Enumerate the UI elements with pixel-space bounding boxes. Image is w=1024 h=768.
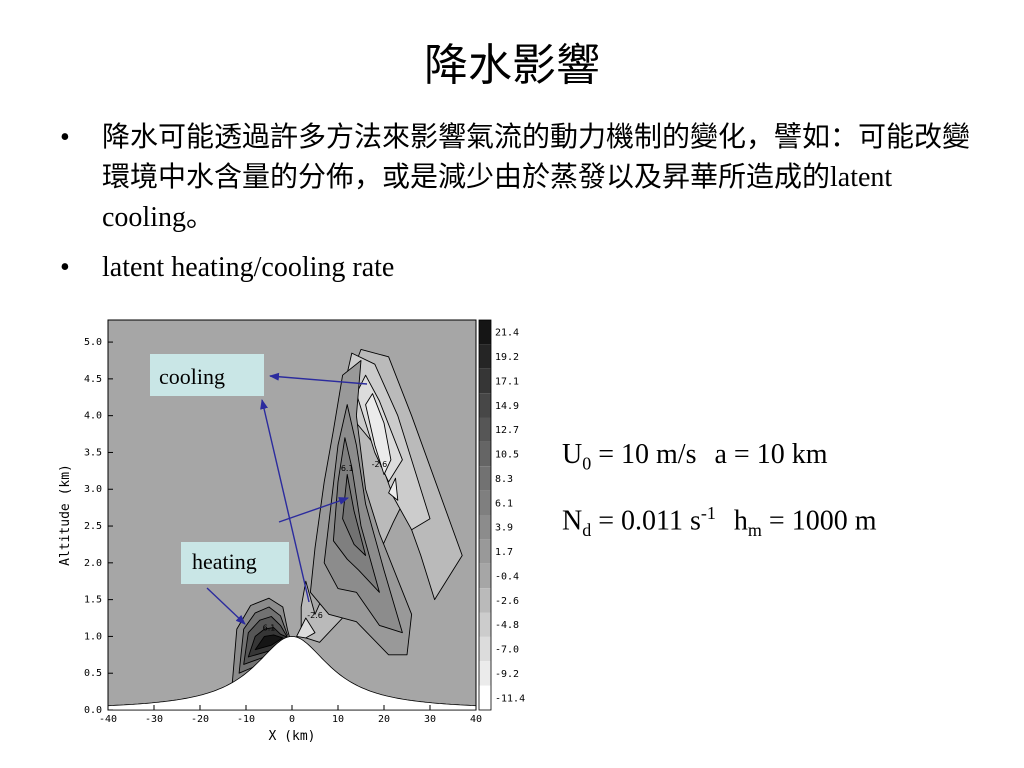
u0-base: U: [562, 439, 583, 470]
colorbar-level-label: -11.4: [495, 693, 525, 704]
contour-region-cooling-4: [365, 393, 392, 475]
colorbar-level-label: 21.4: [495, 328, 519, 339]
bullet-item: • 降水可能透過許多方法來影響氣流的動力機制的變化，譬如：可能改變環境中水含量的…: [60, 118, 980, 238]
y-tick-label: 3.0: [84, 484, 102, 495]
arrow-to-heating-band: [278, 497, 349, 523]
colorbar-level-label: 19.2: [495, 352, 519, 363]
contour-region-heating-band-3: [342, 474, 367, 556]
colorbar-swatch: [479, 393, 491, 418]
colorbar-level-label: -7.0: [495, 645, 519, 656]
colorbar-swatch: [479, 417, 491, 442]
y-tick-label: 2.0: [84, 558, 102, 569]
parameter-row-2: Nd = 0.011 s-1 hm = 1000 m: [562, 498, 876, 540]
nd-base: N: [562, 505, 583, 537]
y-tick-label: 4.5: [84, 374, 102, 385]
colorbar-swatch: [479, 441, 491, 467]
bullet-dot-icon: •: [60, 252, 70, 283]
contour-value-label: 6.1: [263, 624, 276, 633]
colorbar-level-label: 10.5: [495, 450, 519, 461]
x-tick-label: -20: [191, 714, 209, 725]
parameter-row-1: U0 = 10 m/s a = 10 km: [562, 439, 876, 474]
bullet-item: • latent heating/cooling rate: [60, 248, 980, 288]
bullet-dot-icon: •: [60, 122, 70, 153]
x-axis-label: X (km): [269, 729, 316, 744]
u0-value: = 10 m/s: [591, 439, 697, 470]
y-tick-label: 3.5: [84, 447, 102, 458]
colorbar-level-label: 12.7: [495, 425, 519, 436]
y-tick-label: 4.0: [84, 411, 102, 422]
x-tick-label: 30: [424, 714, 436, 725]
colorbar-level-label: 1.7: [495, 547, 513, 558]
y-tick-label: 1.0: [84, 631, 102, 642]
colorbar-level-label: 6.1: [495, 498, 513, 509]
nd-sup: -1: [700, 503, 716, 523]
colorbar-swatch: [479, 515, 491, 540]
hm-base: h: [733, 505, 748, 537]
contour-value-label: -2.6: [372, 460, 388, 469]
colorbar-swatch: [479, 539, 491, 564]
parameter-block: U0 = 10 m/s a = 10 km Nd = 0.011 s-1 hm = …: [562, 440, 876, 556]
y-tick-label: 0.0: [84, 705, 102, 716]
colorbar-swatch: [479, 368, 491, 394]
arrow-heating-to-cooling: [260, 399, 310, 603]
hm-value: = 1000 m: [761, 505, 877, 537]
colorbar-level-label: -4.8: [495, 620, 519, 631]
contour-region-cooling-near-peak: [296, 617, 316, 639]
colorbar-frame: [478, 319, 492, 711]
cooling-label: cooling: [159, 364, 225, 389]
a-value: a = 10 km: [714, 439, 828, 470]
colorbar-level-label: -0.4: [495, 571, 519, 582]
x-tick-label: -30: [145, 714, 163, 725]
arrow-to-heating-core: [206, 587, 246, 625]
x-tick-label: 20: [378, 714, 390, 725]
colorbar-swatch: [479, 612, 491, 637]
hm-sub: m: [747, 519, 762, 540]
colorbar-level-label: -9.2: [495, 669, 519, 680]
x-tick-label: 40: [470, 714, 482, 725]
colorbar-swatch: [479, 320, 491, 345]
bullet-text: latent heating/cooling rate: [102, 252, 395, 283]
x-tick-label: 10: [332, 714, 344, 725]
contour-value-label: -2.6: [307, 611, 323, 620]
cooling-label-box: [150, 354, 264, 396]
colorbar-swatch: [479, 685, 491, 710]
colorbar-level-label: 8.3: [495, 474, 513, 485]
contour-region-cooling-peak: [388, 477, 399, 501]
mountain-terrain: [107, 635, 477, 711]
contour-region-heating-band-2: [332, 437, 380, 593]
x-tick-label: 0: [289, 714, 295, 725]
x-tick-label: -10: [237, 714, 255, 725]
contour-value-label: 6.1: [341, 464, 354, 473]
heating-label-box: [181, 542, 289, 584]
bullet-list: • 降水可能透過許多方法來影響氣流的動力機制的變化，譬如：可能改變環境中水含量的…: [60, 118, 980, 298]
arrow-to-cooling-label: [269, 372, 368, 385]
x-tick-label: -40: [99, 714, 117, 725]
y-axis-label: Altitude (km): [58, 464, 73, 566]
slide-title: 降水影響: [424, 41, 600, 90]
y-tick-label: 1.5: [84, 595, 102, 606]
colorbar-level-label: 14.9: [495, 401, 519, 412]
bullet-text: 降水可能透過許多方法來影響氣流的動力機制的變化，譬如：可能改變環境中水含量的分佈…: [102, 122, 971, 233]
contour-region-heating-core: [254, 634, 284, 651]
colorbar-swatch: [479, 563, 491, 589]
colorbar-swatch: [479, 466, 491, 491]
nd-value: = 0.011 s: [591, 505, 701, 537]
heating-label: heating: [192, 549, 257, 574]
colorbar-swatch: [479, 661, 491, 686]
colorbar-swatch: [479, 490, 491, 515]
colorbar-level-label: 3.9: [495, 523, 513, 534]
nd-sub: d: [582, 519, 592, 540]
colorbar-swatch: [479, 344, 491, 369]
y-tick-label: 0.5: [84, 668, 102, 679]
colorbar-level-label: -2.6: [495, 596, 519, 607]
y-tick-label: 2.5: [84, 521, 102, 532]
y-tick-label: 5.0: [84, 337, 102, 348]
contour-chart: -2.6 6.1 -2.6 6.1 -40 -30 -20 -10 0 10 20 30 40 0.0 0…: [58, 319, 525, 744]
u0-sub: 0: [582, 453, 592, 474]
colorbar-level-label: 17.1: [495, 376, 519, 387]
colorbar-swatch: [479, 636, 491, 662]
colorbar-swatch: [479, 588, 491, 613]
